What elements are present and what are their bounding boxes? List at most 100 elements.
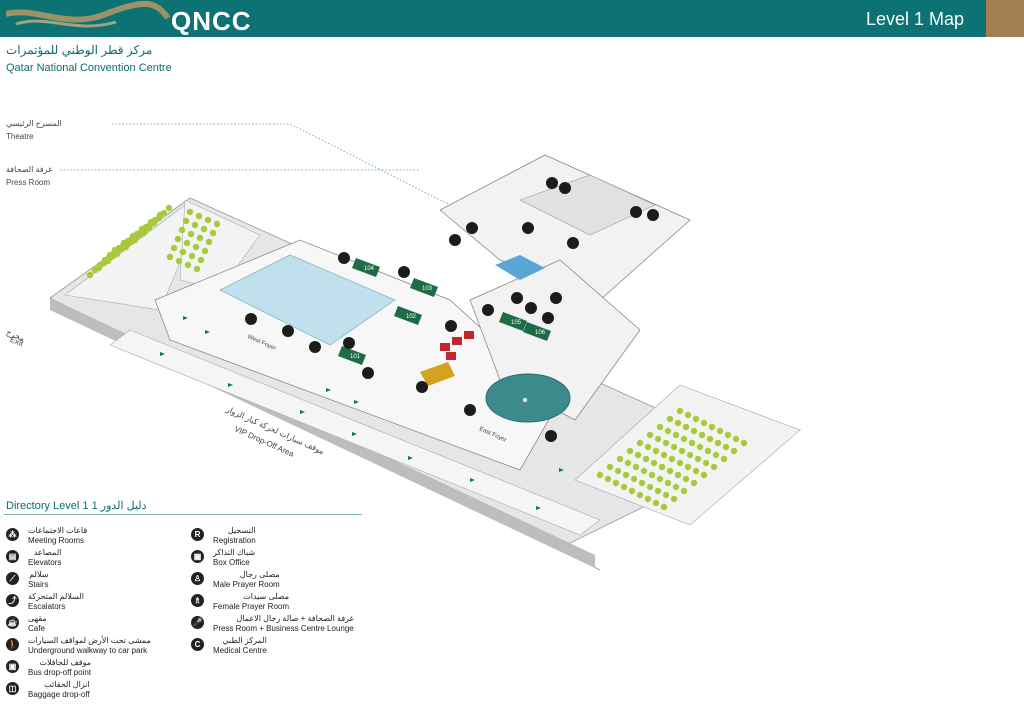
- service-marker: [449, 234, 461, 246]
- arrow: [205, 330, 210, 334]
- service-marker: [309, 341, 321, 353]
- tree: [191, 221, 199, 229]
- room-number: 106: [535, 330, 546, 336]
- arrow: [300, 410, 305, 414]
- room-number: 105: [511, 320, 522, 326]
- tree: [708, 423, 716, 431]
- press-room-label: Press Room: [6, 178, 51, 187]
- tree: [86, 271, 94, 279]
- tree: [672, 483, 680, 491]
- tree: [196, 234, 204, 242]
- tree: [714, 439, 722, 447]
- tree: [636, 439, 644, 447]
- service-marker: [338, 252, 350, 264]
- tree: [612, 479, 620, 487]
- tree: [626, 447, 634, 455]
- tree: [620, 483, 628, 491]
- tree: [111, 246, 119, 254]
- tree: [622, 471, 630, 479]
- tree: [96, 261, 104, 269]
- tree: [684, 463, 692, 471]
- tree: [644, 495, 652, 503]
- org-name-ar: مركز قطر الوطني للمؤتمرات: [6, 43, 153, 57]
- tree: [660, 451, 668, 459]
- tree: [120, 239, 128, 247]
- service-marker: [362, 367, 374, 379]
- registration-desks: [440, 331, 474, 360]
- tree: [165, 204, 173, 212]
- baggage-icon: ◫: [6, 682, 19, 695]
- tree: [197, 256, 205, 264]
- tree: [638, 479, 646, 487]
- theatre-shape: [485, 373, 571, 423]
- tree: [692, 415, 700, 423]
- arrow: [160, 352, 165, 356]
- tree: [186, 208, 194, 216]
- tree: [201, 247, 209, 255]
- service-marker: [559, 182, 571, 194]
- tree: [614, 467, 622, 475]
- service-marker: [545, 430, 557, 442]
- water-feature: [495, 255, 545, 280]
- tree: [698, 431, 706, 439]
- service-marker: [343, 337, 355, 349]
- service-marker: [398, 266, 410, 278]
- tree: [668, 455, 676, 463]
- service-marker: [630, 206, 642, 218]
- room-102: 102: [394, 306, 422, 325]
- service-marker: [567, 237, 579, 249]
- service-marker: [647, 209, 659, 221]
- tree: [682, 475, 690, 483]
- traffic-arrows: [160, 316, 564, 510]
- tree: [662, 439, 670, 447]
- escalators-icon: ⤴: [6, 594, 19, 607]
- arrow: [183, 316, 188, 320]
- press-room-label-ar: غرفة الصحافة: [6, 165, 53, 174]
- tree: [644, 443, 652, 451]
- tree: [101, 256, 109, 264]
- tree: [205, 238, 213, 246]
- tree: [670, 443, 678, 451]
- tree: [712, 451, 720, 459]
- service-marker: [542, 312, 554, 324]
- arrow: [536, 506, 541, 510]
- upper-wing: [439, 154, 691, 301]
- elevators-icon: ▤: [6, 550, 19, 563]
- room-103: 103: [410, 278, 438, 297]
- room-106: 106: [523, 322, 551, 341]
- tree: [632, 463, 640, 471]
- service-marker: [445, 320, 457, 332]
- tree: [604, 475, 612, 483]
- tree: [710, 463, 718, 471]
- theatre-label-ar: المسرح الرئيسي: [6, 119, 62, 128]
- service-marker: [245, 313, 257, 325]
- tree: [170, 244, 178, 252]
- theatre-label: Theatre: [6, 132, 34, 141]
- room-number: 102: [406, 314, 417, 320]
- cafe-icon: ☕: [6, 616, 19, 629]
- walkway-icon: 🚶: [6, 638, 19, 651]
- tree: [166, 253, 174, 261]
- tree: [129, 232, 137, 240]
- tree: [686, 451, 694, 459]
- tree: [680, 487, 688, 495]
- tree: [636, 491, 644, 499]
- arrow: [408, 456, 413, 460]
